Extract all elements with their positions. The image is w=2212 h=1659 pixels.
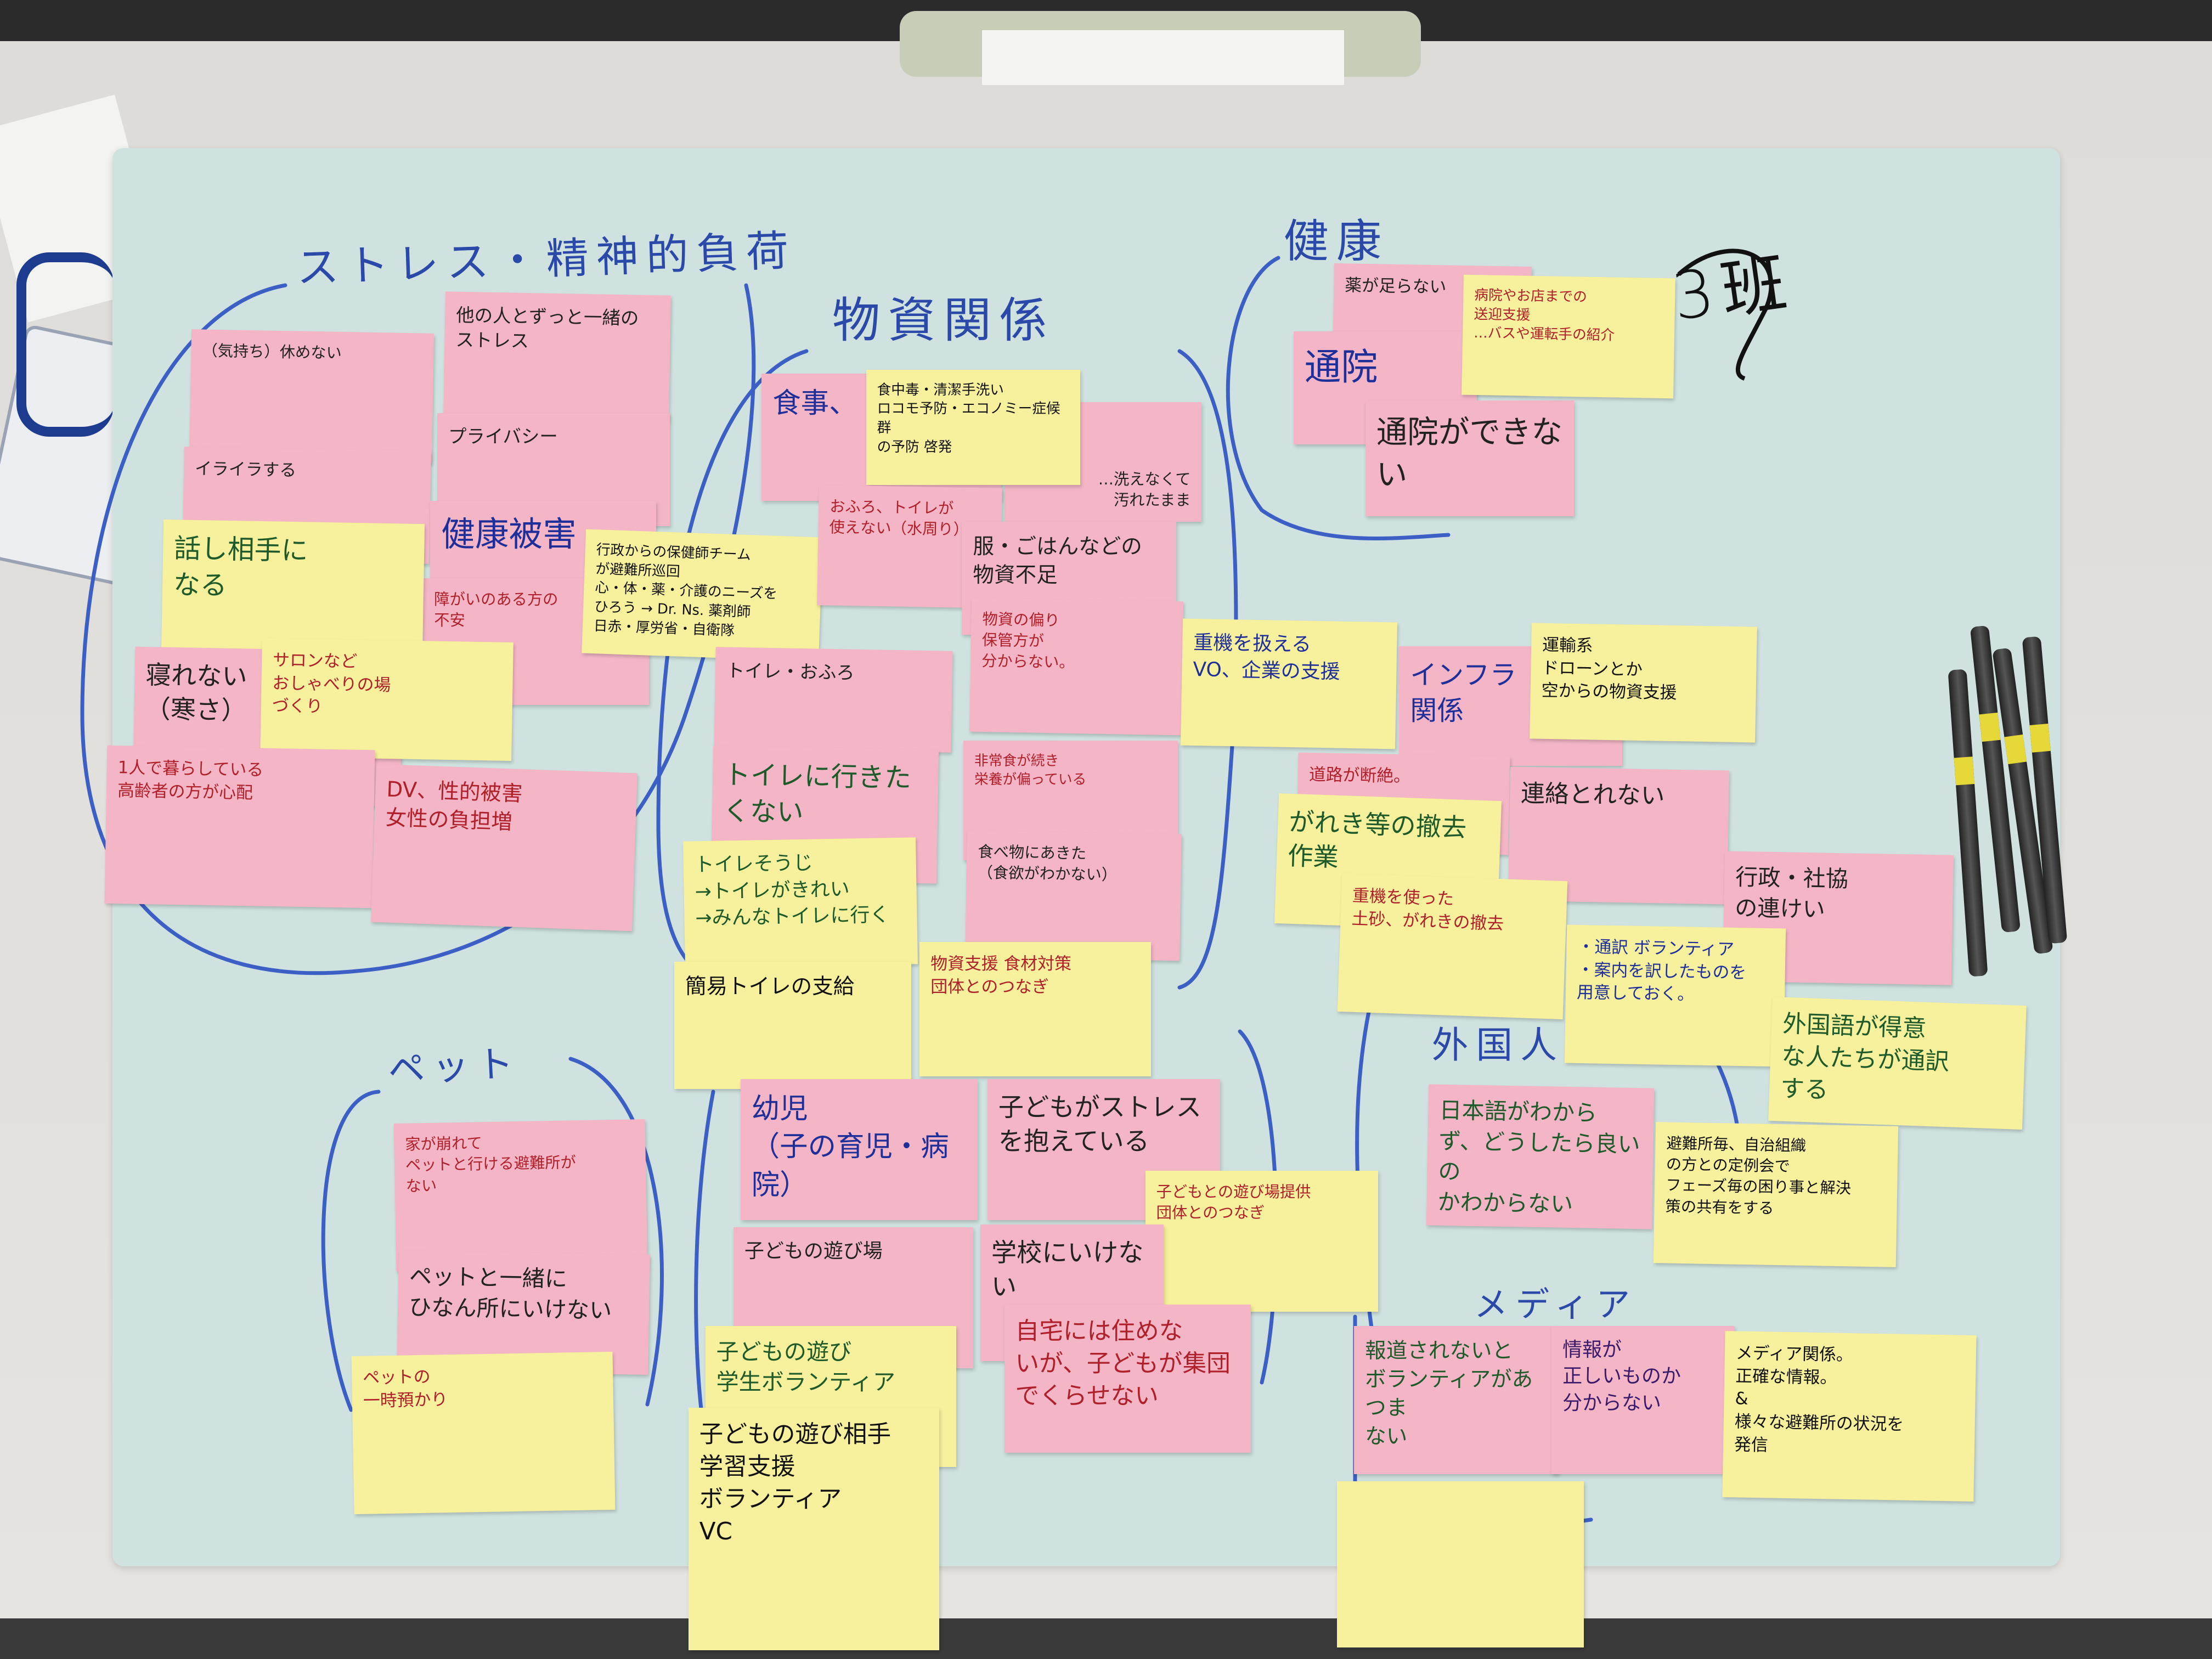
sticky-note-yellow[interactable]: ・通訳 ボランティア ・案内を訳したものを 用意しておく。 — [1564, 924, 1786, 1067]
sticky-note-pink[interactable]: トイレ・おふろ — [714, 646, 953, 753]
sticky-note-yellow[interactable]: 病院やお店までの 送迎支援 …バスや運転手の紹介 — [1462, 274, 1675, 398]
sticky-note-pink[interactable]: （気持ち）休めない — [189, 329, 435, 464]
sticky-note-yellow[interactable] — [1337, 1481, 1584, 1647]
sticky-note-yellow[interactable]: 重機を扱える VO、企業の支援 — [1181, 618, 1398, 750]
sticky-note-pink[interactable]: 幼児 （子の育児・病院） — [740, 1079, 978, 1220]
group-number-scribble — [1677, 249, 1774, 381]
group-header: ペット — [387, 1041, 522, 1091]
sticky-note-pink[interactable]: DV、性的被害 女性の負担増 — [371, 764, 637, 932]
sticky-note-pink[interactable]: 家が崩れて ペットと行ける避難所が ない — [393, 1119, 647, 1272]
sticky-note-yellow[interactable]: 子どもの遊び相手 学習支援 ボランティア VC — [688, 1407, 940, 1651]
sticky-note-pink[interactable]: 日本語がわから ず、どうしたら良いの かわからない — [1426, 1084, 1655, 1229]
sticky-note-yellow[interactable]: ペットの 一時預かり — [351, 1352, 615, 1515]
sticky-note-yellow[interactable]: 重機を使った 土砂、がれきの撤去 — [1338, 873, 1568, 1020]
pet-group-outline — [321, 1057, 664, 1412]
sticky-note-pink[interactable]: 報道されないと ボランティアがあつま ない — [1354, 1325, 1559, 1474]
sticky-note-pink[interactable]: 子どもがストレス を抱えている — [987, 1079, 1220, 1220]
printed-document — [982, 30, 1344, 85]
sticky-note-pink[interactable]: 食べ物にあきた （食欲がわかない） — [965, 830, 1182, 961]
group-header: メディア — [1474, 1284, 1638, 1324]
sticky-note-pink[interactable]: 物資の偏り 保管方が 分からない。 — [969, 597, 1183, 736]
sticky-note-yellow[interactable]: 食中毒・清潔手洗い ロコモ予防・エコノミー症候群 の予防 啓発 — [866, 369, 1081, 486]
sticky-note-yellow[interactable]: 運輸系 ドローンとか 空からの物資支援 — [1529, 623, 1757, 743]
sticky-note-yellow[interactable]: 物資支援 食材対策 団体とのつなぎ — [919, 942, 1151, 1076]
sticky-note-pink[interactable]: 自宅には住めな いが、子どもが集団 でくらせない — [1004, 1305, 1251, 1453]
sticky-note-pink[interactable]: 他の人とずっと一緒の ストレス — [443, 291, 672, 422]
sticky-note-yellow[interactable]: 行政からの保健師チーム が避難所巡回 心・体・薬・介護のニーズを ひろう → D… — [582, 529, 823, 662]
sticky-note-yellow[interactable]: 簡易トイレの支給 — [674, 962, 911, 1089]
sticky-note-pink[interactable]: 情報が 正しいものか 分からない — [1551, 1325, 1735, 1474]
group-header: 健康 — [1283, 215, 1390, 268]
sticky-note-yellow[interactable]: メディア関係。 正確な情報。 & 様々な避難所の状況を 発信 — [1722, 1330, 1976, 1502]
sticky-note-yellow[interactable]: サロンなど おしゃべりの場 づくり — [259, 638, 514, 761]
sticky-note-yellow[interactable]: 話し相手に なる — [161, 520, 425, 658]
group-header: 3班 — [1667, 243, 1798, 335]
floor-edge — [0, 1618, 2212, 1659]
sticky-note-pink[interactable]: 1人で暮らしている 高齢者の方が心配 — [104, 745, 375, 908]
health-group-outline — [1226, 256, 1451, 540]
sticky-note-yellow[interactable]: 外国語が得意 な人たちが通訳 する — [1768, 997, 2027, 1130]
sticky-note-pink[interactable]: 通院ができない — [1365, 400, 1575, 516]
sticky-note-yellow[interactable]: 避難所毎、自治組織 の方との定例会で フェーズ毎の困り事と解決 策の共有をする — [1653, 1122, 1899, 1268]
sticky-note-yellow[interactable]: トイレそうじ →トイレがきれい →みんなトイレに行く — [682, 837, 918, 968]
sticky-note-yellow[interactable]: 子どもとの遊び場提供 団体とのつなぎ — [1145, 1170, 1378, 1312]
lanyard — [16, 252, 114, 437]
group-header: 外国人 — [1431, 1024, 1565, 1067]
group-header: 物資関係 — [832, 292, 1055, 349]
